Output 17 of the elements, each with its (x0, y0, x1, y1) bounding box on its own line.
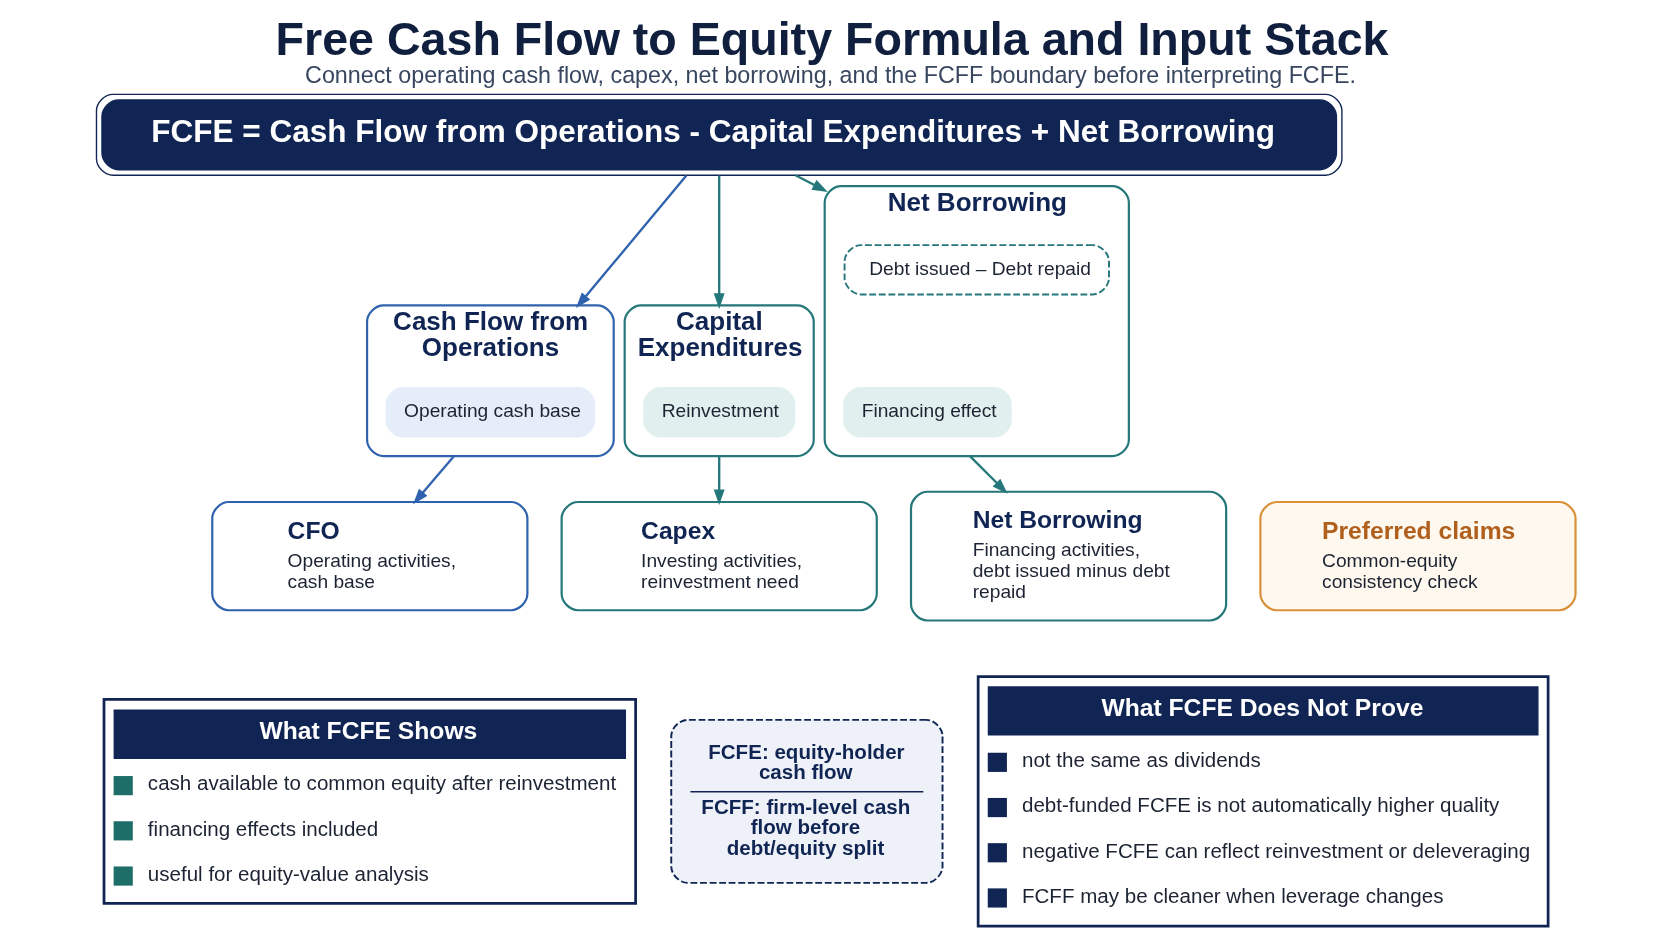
node-box: Financing effect (843, 386, 1012, 438)
node-box: FCFE: equity-holder cash flow FCFF: firm-level cash flow before debt/equity split (670, 718, 944, 884)
arrow (713, 175, 725, 309)
node-box: FCFE = Cash Flow from Operations - Capital Expenditures + Net Borrowing (95, 93, 1343, 176)
node-box: Operating cash base (385, 386, 596, 438)
arrow (969, 455, 1008, 494)
node-box: Reinvestment (643, 386, 796, 438)
arrow (413, 455, 455, 505)
diagram-title: Free Cash Flow to Equity Formula and Input Stack (275, 12, 1389, 65)
node-box: Debt issued – Debt repaid (843, 244, 1110, 296)
node-box: Preferred claims Common-equity consistency check (1259, 500, 1577, 612)
arrow (576, 174, 688, 309)
arrow (794, 174, 828, 192)
node-box: CFO Operating activities, cash base (211, 500, 529, 612)
node-box: Capex Investing activities, reinvestment need (560, 500, 878, 612)
node-box: Net Borrowing Financing activities, debt issued minus debt repaid (909, 490, 1228, 622)
arrow (713, 456, 725, 506)
